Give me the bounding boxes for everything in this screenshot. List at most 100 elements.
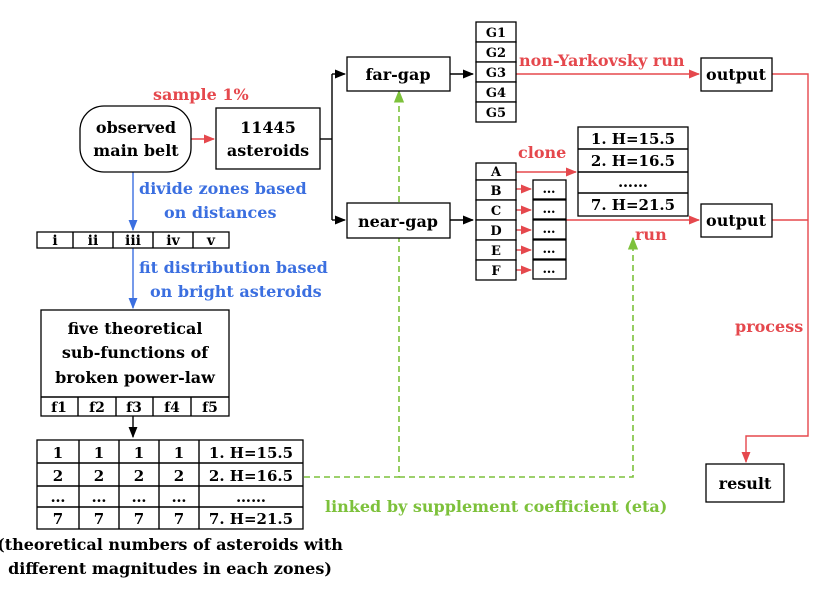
table-cell: 7: [53, 510, 63, 528]
function-label: f2: [89, 400, 105, 416]
label-clone: clone: [518, 143, 566, 162]
near-groups: A B C D E F: [475, 162, 517, 281]
gap-label: G3: [486, 66, 506, 81]
dots-text: …: [543, 242, 556, 257]
label-run: run: [635, 225, 667, 244]
dots-text: …: [543, 182, 556, 197]
near-gap-box: [346, 202, 451, 239]
caption-line1: (theoretical numbers of asteroids with: [0, 535, 343, 554]
function-label: f1: [51, 400, 67, 416]
table-cell: …: [92, 488, 107, 506]
clone-item: 7. H=21.5: [591, 196, 675, 214]
zones-box: [36, 231, 230, 249]
function-label: f5: [202, 400, 218, 416]
zone-label: v: [206, 233, 216, 249]
near-cell: [475, 259, 517, 281]
result-label: result: [719, 474, 772, 493]
caption-line2: different magnitudes in each zones): [8, 559, 332, 578]
table-cell: 1. H=15.5: [209, 444, 293, 462]
near-label: F: [491, 264, 501, 279]
label-fit-line1: fit distribution based: [139, 258, 328, 277]
dots-text: …: [543, 222, 556, 237]
near-label: D: [490, 224, 501, 239]
near-label: C: [491, 204, 501, 219]
near-label: B: [491, 184, 502, 199]
clone-list: 1. H=15.5 2. H=16.5 …… 7. H=21.5: [577, 126, 689, 217]
near-label: E: [491, 244, 501, 259]
dots-cell: [532, 239, 567, 260]
table-cell: 1: [174, 444, 184, 462]
table-cell: 7: [94, 510, 104, 528]
subfunctions-frame: [40, 309, 230, 417]
table-cell: 1: [53, 444, 63, 462]
table-cell: …: [51, 488, 66, 506]
zones-strip: i ii iii iv v: [36, 231, 230, 249]
magnitude-table: 1 1 1 1 1. H=15.5 2 2 2 2 2. H=16.5 … … …: [36, 439, 304, 530]
zone-label: iii: [125, 233, 141, 249]
clone-item: 2. H=16.5: [591, 152, 675, 170]
gap-label: G4: [486, 86, 506, 101]
observed-line1: observed: [96, 118, 176, 137]
asteroids-count: 11445: [240, 118, 296, 137]
dots-column: … … … … …: [532, 179, 567, 280]
label-process: process: [735, 317, 803, 336]
observed-line2: main belt: [93, 141, 179, 160]
asteroids-box: [215, 107, 321, 170]
table-cell: …: [172, 488, 187, 506]
gap-label: G1: [486, 26, 506, 41]
zone-label: iv: [166, 233, 180, 249]
table-cell: 2. H=16.5: [209, 467, 293, 485]
label-sample: sample 1%: [153, 85, 249, 104]
gap-cell: [475, 101, 517, 123]
dots-cell: [532, 219, 567, 240]
zone-label: ii: [88, 233, 99, 249]
subfunctions-box: five theoretical sub-functions of broken…: [40, 309, 230, 417]
result-box: [705, 463, 785, 503]
table-cell: 2: [174, 467, 184, 485]
table-cell: 2: [94, 467, 104, 485]
table-cell: 1: [134, 444, 144, 462]
dots-cell: [532, 199, 567, 220]
subfunctions-line2: sub-functions of: [62, 343, 209, 362]
output-mid-box: [700, 203, 773, 238]
gap-label: G5: [486, 106, 506, 121]
near-gap-label: near-gap: [358, 212, 438, 231]
label-divide-line2: on distances: [164, 203, 276, 222]
table-cell: ……: [236, 488, 266, 506]
output-top-label: output: [706, 65, 767, 84]
subfunctions-line3: broken power-law: [55, 368, 216, 387]
link-run: [399, 236, 639, 478]
table-cell: 7: [134, 510, 144, 528]
far-gap-box: [346, 56, 451, 92]
arrow-process-top: [741, 73, 809, 464]
dots-cell: [532, 259, 567, 280]
dots-text: …: [543, 202, 556, 217]
dots-cell: [532, 179, 567, 200]
function-label: f3: [126, 400, 142, 416]
output-top-box: [700, 57, 773, 92]
asteroids-label: asteroids: [227, 141, 309, 160]
near-label: A: [490, 165, 502, 180]
clone-item: 1. H=15.5: [591, 130, 675, 148]
table-cell: 1: [94, 444, 104, 462]
subfunctions-line1: five theoretical: [68, 319, 203, 338]
table-cell: 7: [174, 510, 184, 528]
output-mid-label: output: [706, 211, 767, 230]
observed-main-belt-box: [79, 105, 192, 173]
table-cell: 2: [134, 467, 144, 485]
function-label: f4: [164, 400, 180, 416]
label-fit-line2: on bright asteroids: [150, 282, 322, 301]
clone-item: ……: [618, 173, 648, 191]
label-non-yarkovsky: non-Yarkovsky run: [519, 51, 685, 70]
table-cell: 2: [53, 467, 63, 485]
label-divide-line1: divide zones based: [139, 179, 307, 198]
gap-groups: G1 G2 G3 G4 G5: [475, 21, 517, 123]
table-cell: …: [132, 488, 147, 506]
dots-text: …: [543, 262, 556, 277]
zone-label: i: [52, 233, 57, 249]
far-gap-label: far-gap: [365, 65, 430, 84]
table-frame: [36, 439, 304, 530]
label-linked: linked by supplement coefficient (eta): [325, 497, 667, 516]
gap-label: G2: [486, 46, 506, 61]
